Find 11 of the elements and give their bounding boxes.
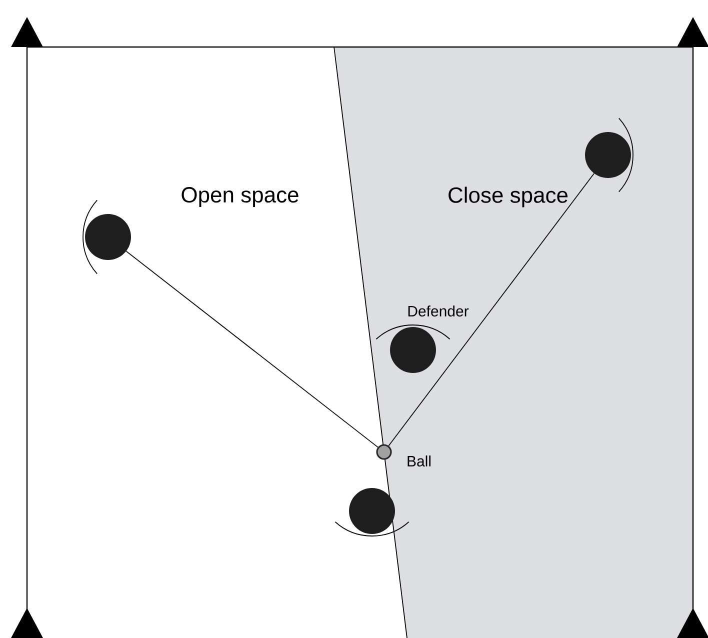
player-marker bbox=[376, 324, 450, 373]
player-marker bbox=[334, 488, 410, 536]
player-label: Defender bbox=[408, 306, 469, 316]
connecting-line bbox=[126, 250, 378, 448]
ball bbox=[376, 444, 392, 460]
connecting-line bbox=[388, 173, 594, 446]
area-label: Close space bbox=[448, 186, 568, 208]
player-marker bbox=[585, 118, 634, 192]
player-label: Ball bbox=[408, 456, 430, 466]
player-marker bbox=[82, 200, 131, 274]
area-label: Open space bbox=[182, 187, 298, 207]
